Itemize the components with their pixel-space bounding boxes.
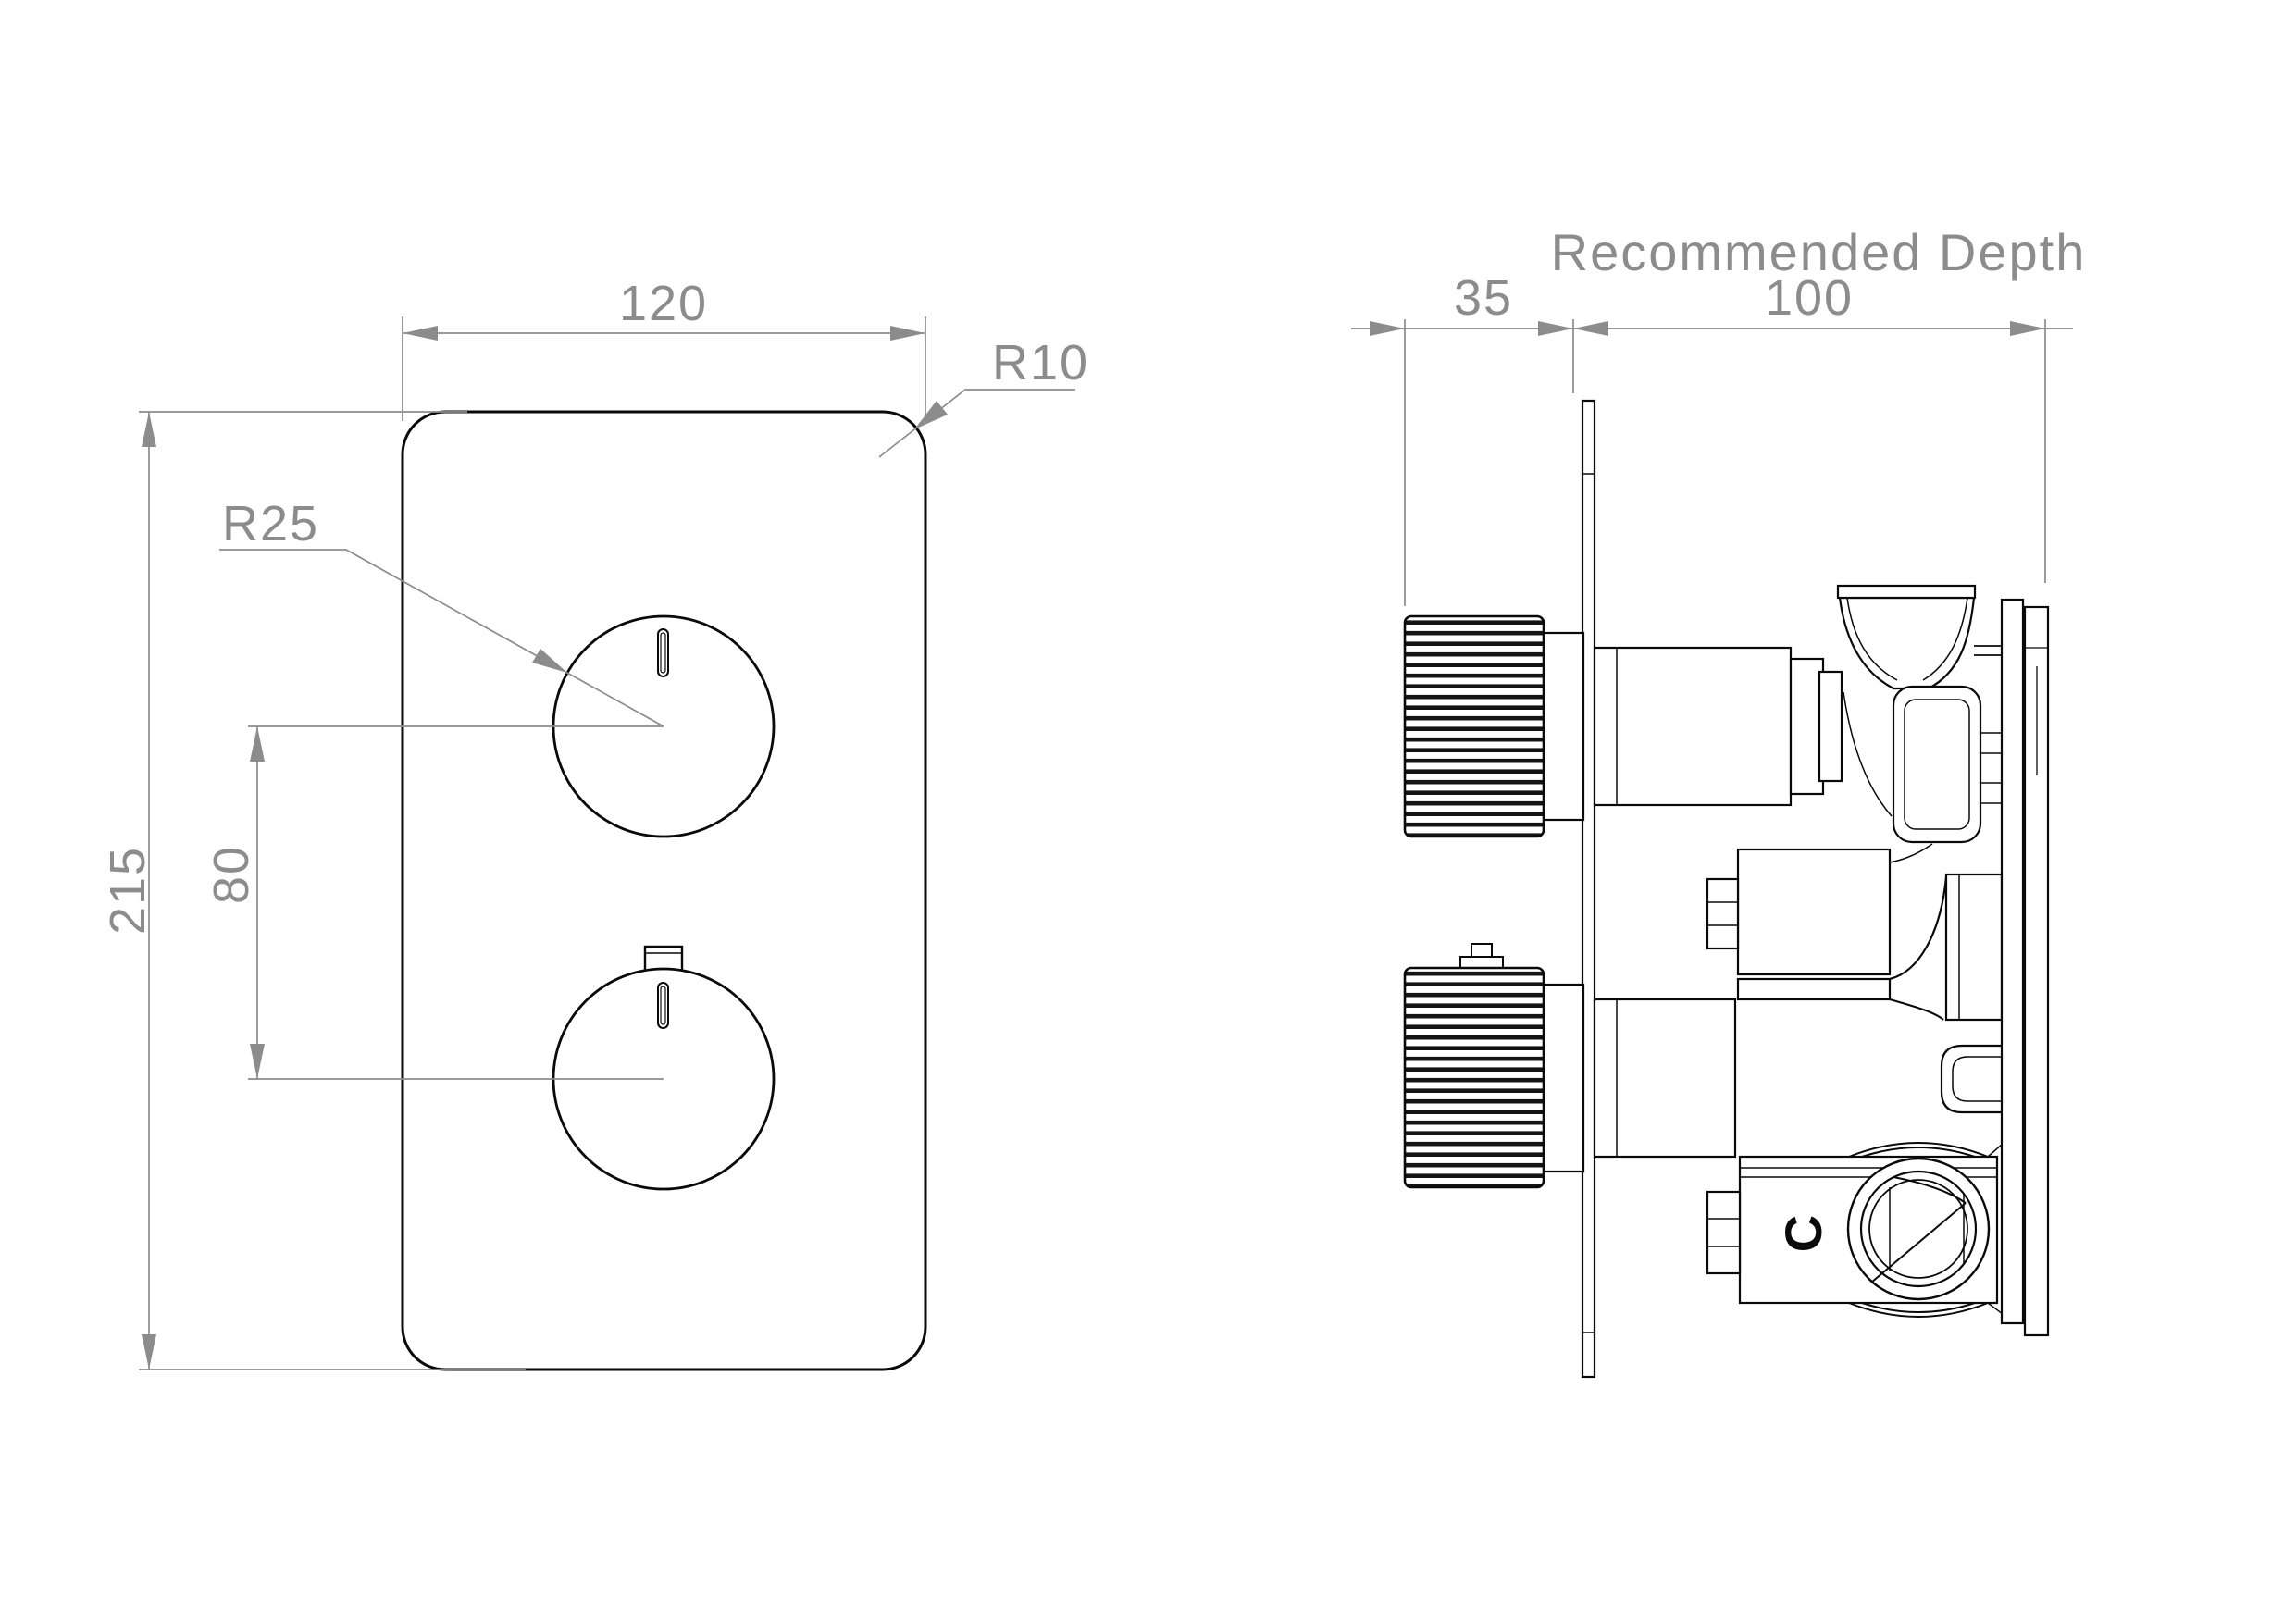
back-bracket-plate-b: [2023, 605, 2050, 1337]
dim-knob-spacing-label: 80: [204, 845, 259, 904]
outlet-boss-inner: [1904, 699, 1970, 830]
socket-outer: [1940, 1044, 2002, 1114]
upper-cartridge-ring: [1818, 670, 1843, 783]
temperature-knob-indicator-slot-inner: [660, 632, 666, 674]
bell-curves: [1889, 876, 1948, 1021]
middle-hex-facets: [1707, 901, 1738, 926]
knob-radius-label: R25: [222, 496, 319, 552]
upper-valve-body: [1836, 584, 2002, 863]
arrow-80-top: [250, 726, 265, 762]
boss-back-connectors: [1980, 732, 2002, 804]
lower-cartridge-body: [1593, 998, 1737, 1159]
trim-plate-outline: [401, 410, 927, 1371]
side-view: Recommended Depth 35 100: [1351, 223, 2087, 1379]
lower-hex-nut: [1706, 1190, 1742, 1275]
port-flow-sail: [1893, 1176, 1967, 1204]
port-flow-diagonal: [1870, 1202, 1967, 1283]
flow-knob-tab-base: [1459, 956, 1504, 969]
arrow-100-right: [2010, 321, 2045, 336]
port-collar-arcs: [1848, 1142, 1989, 1318]
temperature-knob-knurl: [1403, 614, 1545, 838]
bell-flange: [1944, 873, 2004, 1022]
lower-valve-assembly: [1593, 998, 2004, 1318]
lower-hex-facets: [1707, 1218, 1740, 1247]
arrow-r25: [532, 649, 567, 673]
flow-knob-side: [1403, 943, 1585, 1189]
middle-hex-nut: [1706, 877, 1740, 950]
dim-width-label: 120: [619, 276, 708, 331]
arrow-120-left: [403, 326, 438, 341]
arrow-100-left: [1573, 321, 1608, 336]
middle-pipe: [1736, 977, 1892, 1001]
socket-inner: [1952, 1056, 2002, 1102]
back-bracket: [2000, 598, 2050, 1337]
flow-knob-knurl: [1403, 966, 1545, 1189]
arrow-120-right: [890, 326, 925, 341]
corner-radius-label: R10: [992, 335, 1089, 391]
recommended-depth-heading: Recommended Depth: [1551, 223, 2087, 281]
side-view-dimension-lines: [1351, 319, 2073, 606]
leader-r10: [878, 389, 1075, 458]
escutcheon-plate-edge: [1581, 399, 1596, 1379]
body-transition-lines: [1843, 691, 1933, 863]
middle-block-assembly: [1706, 848, 2004, 1114]
front-view-dimension-lines: [139, 316, 1075, 1370]
hopper-inner-curves: [1846, 597, 1968, 681]
upper-valve-cartridge: [1593, 646, 1843, 807]
dim-height-label: 215: [100, 846, 155, 935]
escutcheon-plate-rect: [1581, 399, 1596, 1379]
port-inner-ring: [1868, 1179, 1968, 1279]
flow-knob-neck: [1542, 983, 1585, 1173]
middle-block: [1736, 848, 1892, 976]
upper-cartridge-body: [1593, 646, 1793, 807]
arrow-80-bottom: [250, 1044, 265, 1079]
back-bracket-details: [2025, 647, 2048, 775]
cold-port-marking: C: [1774, 1215, 1832, 1252]
front-view: 120 215 80 R25 R10: [100, 276, 1089, 1371]
temperature-knob-neck: [1542, 631, 1585, 822]
arrow-215-bottom: [142, 1334, 156, 1370]
hopper-back-connector: [1974, 645, 2002, 656]
flow-knob-indicator-slot-inner: [660, 986, 666, 1025]
back-bracket-plate-a: [2000, 598, 2025, 1325]
hopper-cap: [1836, 584, 1977, 600]
dim-recessed-depth-label: 100: [1765, 270, 1854, 326]
arrow-35-right: [1538, 321, 1573, 336]
dim-knob-projection-label: 35: [1454, 270, 1513, 326]
front-view-dimension-arrows: [142, 326, 948, 1370]
upper-cartridge-step: [1789, 657, 1825, 796]
arrow-r10: [914, 401, 948, 429]
temperature-knob-side: [1403, 614, 1585, 838]
arrow-35-left: [1370, 321, 1405, 336]
port-gussets: [1987, 1143, 2004, 1315]
arrow-215-top: [142, 412, 156, 447]
side-view-dimension-arrows: [1370, 321, 2045, 336]
